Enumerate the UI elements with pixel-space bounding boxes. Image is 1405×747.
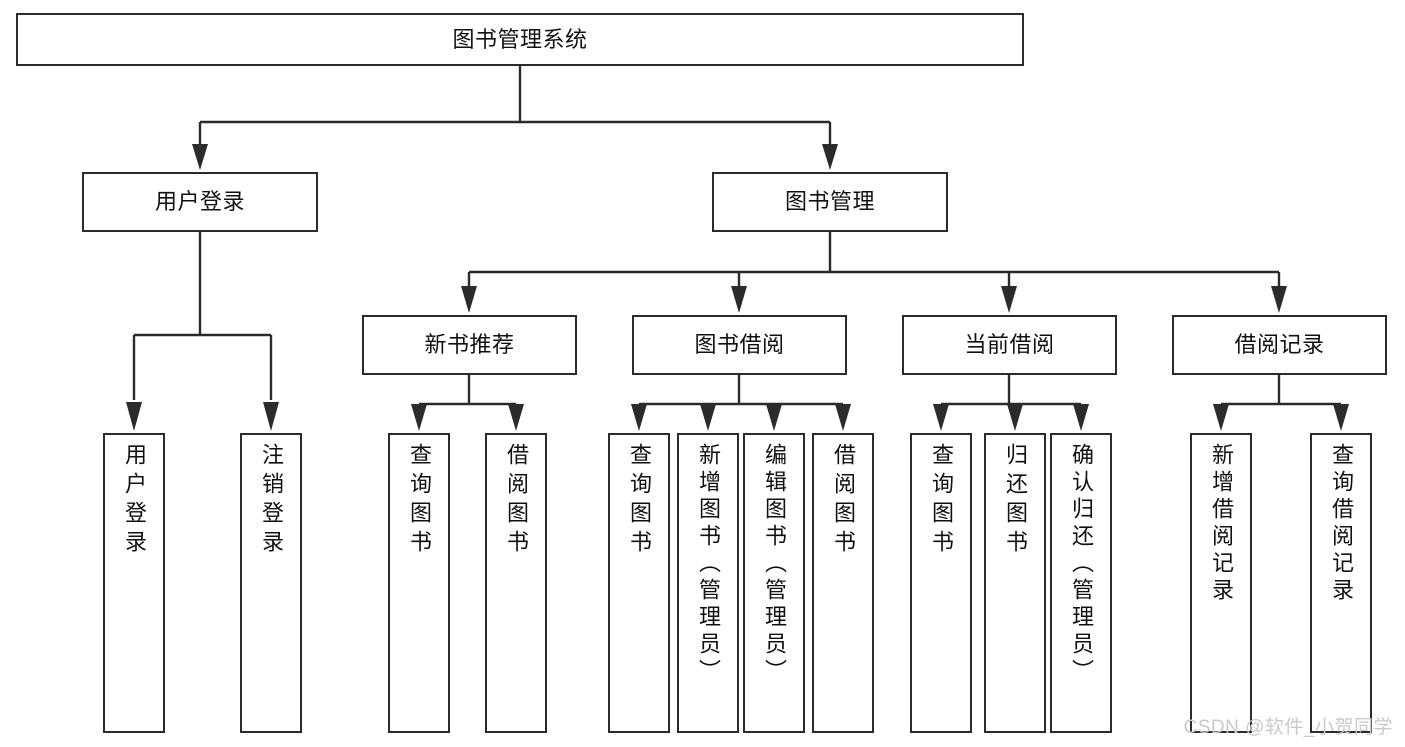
node-leaf-confirm-return-label: 确认归还（管理员） [1069,443,1094,686]
node-leaf-add-record-label: 新增借阅记录 [1209,443,1234,605]
node-book-borrow-label: 图书借阅 [694,332,785,358]
node-user-login-label: 用户登录 [154,189,245,215]
arrowhead-leaf-return-book [1007,404,1023,431]
arrowhead-leaf-borrow-book-1 [508,404,524,431]
node-leaf-edit-book-label: 编辑图书（管理员） [762,443,787,686]
node-leaf-borrow-book-1-label: 借阅图书 [504,443,529,559]
node-leaf-borrow-book-2[interactable]: 借阅图书 [812,433,874,733]
node-leaf-query-book-3-label: 查询图书 [929,443,954,559]
node-leaf-borrow-book-1[interactable]: 借阅图书 [485,433,547,733]
arrowhead-leaf-confirm-return [1073,404,1089,431]
node-leaf-add-book[interactable]: 新增图书（管理员） [677,433,739,733]
arrowhead-leaf-borrow-book-2 [835,404,851,431]
arrowhead-leaf-query-book-1 [411,404,427,431]
arrowhead-leaf-logout-login [263,402,279,431]
node-current-borrow[interactable]: 当前借阅 [902,315,1117,375]
node-leaf-add-record[interactable]: 新增借阅记录 [1190,433,1252,733]
node-leaf-edit-book[interactable]: 编辑图书（管理员） [743,433,805,733]
arrowhead-borrow-record [1271,286,1287,313]
arrowhead-book-management [822,144,838,170]
node-current-borrow-label: 当前借阅 [964,332,1055,358]
node-leaf-return-book[interactable]: 归还图书 [984,433,1046,733]
node-root-label: 图书管理系统 [452,26,588,52]
node-root[interactable]: 图书管理系统 [16,13,1024,66]
node-leaf-query-book-1[interactable]: 查询图书 [388,433,450,733]
node-book-borrow[interactable]: 图书借阅 [632,315,847,375]
node-book-management-label: 图书管理 [784,189,875,215]
node-new-book-recommend-label: 新书推荐 [424,332,515,358]
node-leaf-query-book-3[interactable]: 查询图书 [910,433,972,733]
node-book-management[interactable]: 图书管理 [712,172,948,232]
arrowhead-current-borrow [1001,286,1017,313]
arrowhead-leaf-add-record [1213,404,1229,431]
arrowhead-leaf-query-book-3 [933,404,949,431]
arrowhead-leaf-query-book-2 [631,404,647,431]
arrowhead-leaf-add-book [700,404,716,431]
node-leaf-query-book-2-label: 查询图书 [627,443,652,559]
node-borrow-record-label: 借阅记录 [1234,332,1325,358]
arrowhead-leaf-user-login [126,402,142,431]
node-user-login[interactable]: 用户登录 [82,172,318,232]
node-leaf-query-record[interactable]: 查询借阅记录 [1310,433,1372,733]
arrowhead-leaf-query-record [1333,404,1349,431]
node-leaf-query-record-label: 查询借阅记录 [1329,443,1354,605]
node-leaf-query-book-1-label: 查询图书 [407,443,432,559]
node-leaf-query-book-2[interactable]: 查询图书 [608,433,670,733]
arrowhead-user-login [192,144,208,170]
node-new-book-recommend[interactable]: 新书推荐 [362,315,577,375]
node-leaf-logout-login[interactable]: 注销登录 [240,433,302,733]
node-leaf-return-book-label: 归还图书 [1003,443,1028,559]
node-leaf-user-login-label: 用户登录 [122,443,147,559]
node-leaf-add-book-label: 新增图书（管理员） [696,443,721,686]
node-leaf-user-login[interactable]: 用户登录 [103,433,165,733]
arrowhead-book-borrow [731,286,747,313]
arrowhead-leaf-edit-book [766,404,782,431]
node-borrow-record[interactable]: 借阅记录 [1172,315,1387,375]
node-leaf-logout-login-label: 注销登录 [259,443,284,559]
arrowhead-new-book-recommend [461,286,477,313]
node-leaf-borrow-book-2-label: 借阅图书 [831,443,856,559]
node-leaf-confirm-return[interactable]: 确认归还（管理员） [1050,433,1112,733]
